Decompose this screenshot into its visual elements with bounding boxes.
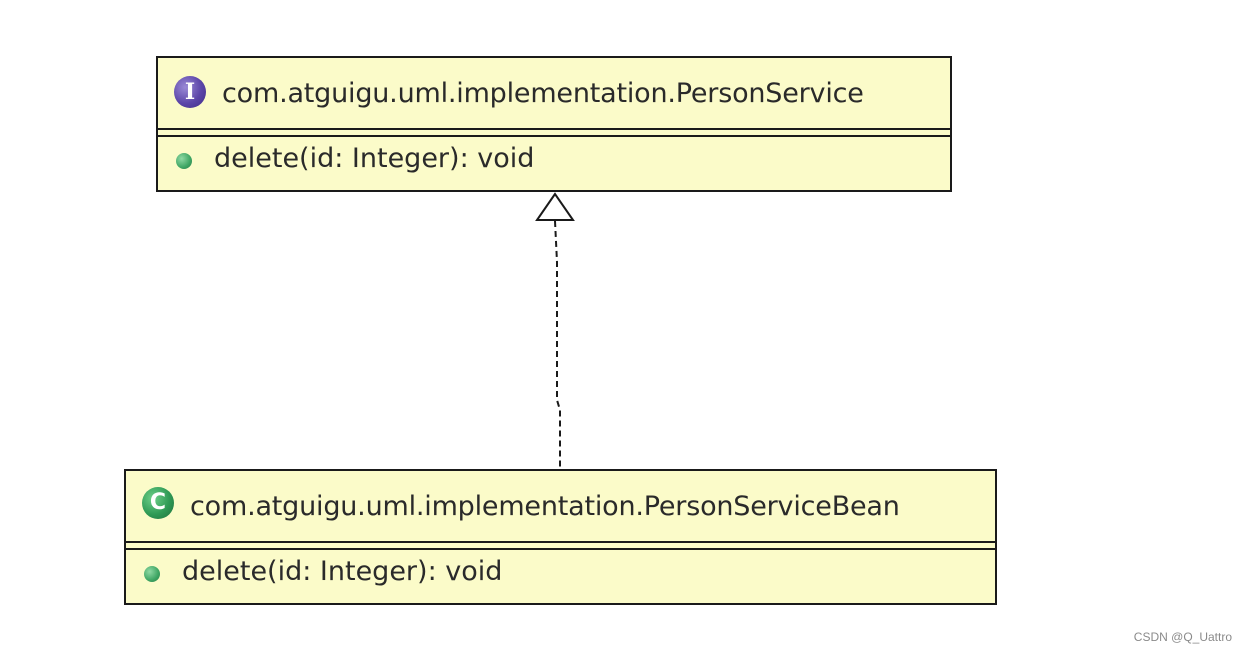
interface-box[interactable]: I com.atguigu.uml.implementation.PersonS… — [156, 56, 952, 192]
interface-method: delete(id: Integer): void — [214, 143, 535, 174]
realization-arrowhead — [535, 192, 575, 221]
class-method: delete(id: Integer): void — [182, 556, 503, 587]
watermark: CSDN @Q_Uattro — [1133, 630, 1232, 644]
interface-attributes-compartment — [158, 130, 950, 137]
class-attributes-compartment — [126, 543, 995, 550]
realization-dashed-line — [554, 220, 561, 469]
class-name: com.atguigu.uml.implementation.PersonSer… — [190, 491, 900, 522]
public-method-icon — [176, 153, 192, 169]
class-method-row: delete(id: Integer): void — [126, 550, 995, 598]
class-header: C com.atguigu.uml.implementation.PersonS… — [126, 471, 995, 543]
interface-name: com.atguigu.uml.implementation.PersonSer… — [222, 78, 864, 109]
interface-header: I com.atguigu.uml.implementation.PersonS… — [158, 58, 950, 130]
class-icon: C — [142, 487, 174, 519]
interface-method-row: delete(id: Integer): void — [158, 137, 950, 185]
class-box[interactable]: C com.atguigu.uml.implementation.PersonS… — [124, 469, 997, 605]
public-method-icon — [144, 566, 160, 582]
interface-icon: I — [174, 76, 206, 108]
